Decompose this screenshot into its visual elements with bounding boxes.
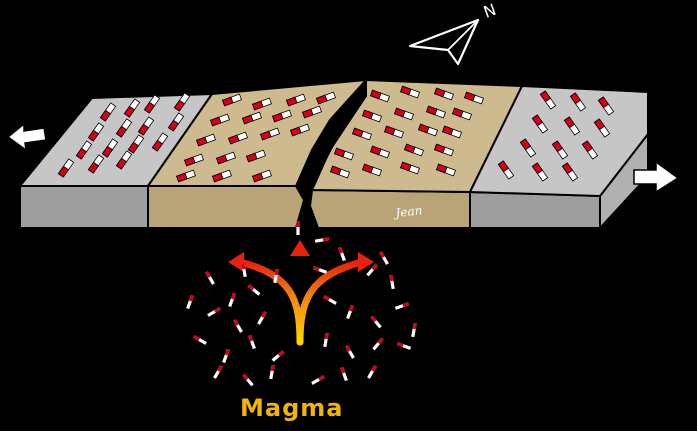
magma-mineral-bar bbox=[247, 284, 261, 296]
plate-top-right-old bbox=[468, 84, 649, 198]
magma-mineral-bar bbox=[345, 345, 355, 359]
magma-mineral-bar bbox=[379, 251, 389, 265]
magma-mineral-bar bbox=[314, 237, 330, 243]
magma-mineral-bar bbox=[213, 365, 223, 379]
plate-front-left-young bbox=[147, 185, 306, 229]
plate-front-left-old bbox=[19, 185, 149, 229]
magma-mineral-bar bbox=[394, 302, 410, 310]
ridge-rift bbox=[296, 80, 366, 202]
magma-mineral-bar bbox=[242, 373, 254, 387]
plate-front-right-old bbox=[469, 190, 601, 229]
plate-front-right-young bbox=[308, 188, 471, 229]
arrow-left-icon bbox=[6, 122, 47, 152]
magma-mineral-bar bbox=[186, 294, 194, 310]
north-label: N bbox=[481, 0, 499, 22]
magma-mineral-bar bbox=[389, 274, 395, 290]
north-arrow-icon: N bbox=[408, 0, 499, 66]
magma-mineral-bar bbox=[323, 332, 329, 348]
magma-upwelling-arrows bbox=[228, 240, 374, 346]
magma-label: Magma bbox=[240, 394, 343, 422]
magma-mineral-bar bbox=[396, 342, 412, 350]
magma-mineral-bar bbox=[323, 295, 337, 305]
magma-mineral-bar bbox=[311, 375, 325, 385]
magma-mineral-bar bbox=[367, 365, 377, 379]
magma-mineral-bar bbox=[296, 221, 300, 235]
arrow-right-icon bbox=[633, 160, 680, 194]
magma-mineral-bar bbox=[370, 315, 382, 329]
magma-mineral-bar bbox=[271, 350, 285, 362]
magma-mineral-bar bbox=[340, 366, 348, 382]
plate-block bbox=[17, 78, 649, 231]
magma-mineral-bar bbox=[257, 311, 267, 325]
arrowhead-right bbox=[358, 252, 374, 272]
magma-mineral-bar bbox=[269, 364, 275, 380]
magma-mineral-bar bbox=[205, 271, 215, 285]
magma-mineral-bar bbox=[372, 337, 384, 351]
signature: Jean bbox=[392, 203, 423, 220]
magma-mineral-bar bbox=[233, 319, 243, 333]
magma-mineral-bar bbox=[338, 246, 346, 262]
magma-mineral-bar bbox=[228, 292, 236, 308]
magma-mineral-bar bbox=[411, 322, 417, 338]
arrowhead-up bbox=[290, 240, 310, 256]
magma-mineral-bar bbox=[207, 307, 221, 317]
arrowhead-left bbox=[228, 252, 244, 272]
magma-mineral-bar bbox=[248, 334, 256, 350]
magma-mineral-bar bbox=[222, 348, 230, 364]
magma-mineral-bar bbox=[346, 304, 354, 320]
magma-mineral-bar bbox=[193, 335, 207, 345]
magma-mineral-bar bbox=[312, 266, 328, 274]
